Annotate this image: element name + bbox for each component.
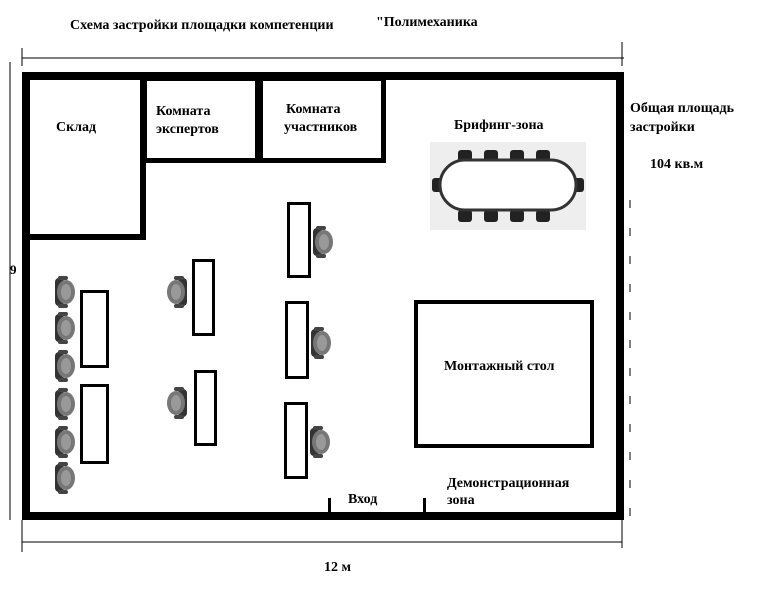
workbench (80, 290, 109, 368)
area-label-line1: Общая площадь (630, 101, 735, 116)
chair (55, 276, 75, 308)
briefing-chair (458, 210, 472, 222)
workbench (80, 384, 109, 464)
participants-label-line1: Комната (286, 102, 341, 117)
storage-wall-bottom (26, 234, 146, 240)
chair (313, 226, 333, 258)
workbench (284, 402, 308, 479)
briefing-chair (484, 210, 498, 222)
outer-wall-right (616, 72, 624, 520)
chair (167, 276, 187, 308)
height-dimension-label: 9 (10, 262, 17, 277)
chair (311, 327, 331, 359)
entrance-label: Вход (348, 492, 378, 507)
area-label-line2: застройки (630, 120, 695, 135)
entrance-marker-right (423, 498, 426, 514)
chair (55, 462, 75, 494)
storage-label: Склад (56, 120, 97, 135)
diagram-title: Схема застройки площадки компетенции (70, 18, 334, 33)
assembly-table (414, 300, 594, 448)
left-chair-column (55, 276, 75, 494)
experts-room (142, 76, 260, 163)
assembly-table-label: Монтажный стол (444, 359, 555, 374)
briefing-table-top (438, 158, 578, 212)
width-dimension-label: 12 м (324, 560, 352, 575)
briefing-zone-label: Брифинг-зона (454, 118, 544, 133)
workbench (192, 259, 215, 336)
outer-wall-left (22, 72, 30, 520)
workbench (194, 370, 217, 446)
chair (310, 426, 330, 458)
demo-zone-label-line1: Демонстрационная (447, 476, 570, 491)
chair (55, 350, 75, 382)
demo-zone-label-line2: зона (447, 493, 475, 508)
experts-label-line2: экспертов (156, 122, 219, 137)
briefing-chair (536, 210, 550, 222)
chair (55, 388, 75, 420)
briefing-chair (510, 210, 524, 222)
workbench (287, 202, 311, 278)
outer-wall-bottom (22, 512, 624, 520)
participants-label-line2: участников (284, 120, 358, 135)
chair (55, 312, 75, 344)
area-value: 104 кв.м (650, 157, 704, 172)
entrance-marker-left (328, 498, 331, 514)
participants-room (258, 76, 386, 163)
chair (55, 426, 75, 458)
experts-label-line1: Комната (156, 104, 211, 119)
chair (167, 387, 187, 419)
diagram-title-name: "Полимеханика (376, 15, 478, 30)
workbench (285, 301, 309, 379)
